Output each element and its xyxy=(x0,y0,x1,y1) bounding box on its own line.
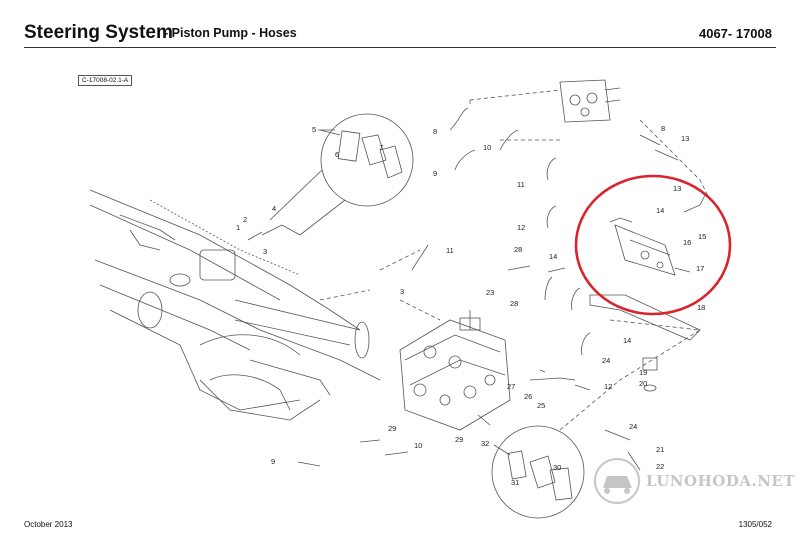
steering-valve-drawing xyxy=(589,194,706,341)
page-header: Steering System - Piston Pump - Hoses 40… xyxy=(0,0,800,50)
callout-10: 10 xyxy=(483,143,491,152)
callout-10b: 10 xyxy=(414,441,422,450)
callout-25: 25 xyxy=(537,401,545,410)
callout-16: 16 xyxy=(683,238,691,247)
callout-11: 11 xyxy=(446,246,454,255)
callout-22: 22 xyxy=(656,462,664,471)
callout-21: 21 xyxy=(656,445,664,454)
callout-24: 24 xyxy=(602,356,610,365)
figure-reference-code: C-17008-02.1-A xyxy=(78,75,133,86)
callout-29b: 29 xyxy=(455,435,463,444)
header-rule xyxy=(24,47,776,48)
callout-28b: 28 xyxy=(510,299,518,308)
callout-9: 9 xyxy=(433,169,437,178)
callout-2: 2 xyxy=(243,215,247,224)
watermark-text: LUNOHODA.NET xyxy=(646,472,795,490)
callout-14b: 14 xyxy=(656,206,664,215)
callout-9b: 9 xyxy=(271,457,275,466)
watermark-logo-icon xyxy=(594,458,640,504)
detail-circle-bottom xyxy=(491,425,585,519)
callout-8b: 8 xyxy=(661,124,665,133)
callout-3: 3 xyxy=(263,247,267,256)
page-subtitle: - Piston Pump - Hoses xyxy=(164,26,297,40)
footer-date: October 2013 xyxy=(24,520,73,529)
callout-24b: 24 xyxy=(629,422,637,431)
callout-28: 28 xyxy=(514,245,522,254)
callout-5: 5 xyxy=(312,125,316,134)
callout-17: 17 xyxy=(696,264,704,273)
callout-8: 8 xyxy=(433,127,437,136)
callout-4: 4 xyxy=(272,204,276,213)
callout-15: 15 xyxy=(698,232,706,241)
top-manifold-drawing xyxy=(559,79,621,123)
callout-12b: 12 xyxy=(604,382,612,391)
callout-20: 20 xyxy=(639,379,647,388)
callout-31: 31 xyxy=(511,478,519,487)
callout-29: 29 xyxy=(388,424,396,433)
callout-7: 7 xyxy=(379,143,383,152)
callout-13: 13 xyxy=(681,134,689,143)
callout-32: 32 xyxy=(481,439,489,448)
callout-1: 1 xyxy=(236,223,240,232)
callout-30: 30 xyxy=(553,463,561,472)
callout-3b: 3 xyxy=(400,287,404,296)
callout-12: 12 xyxy=(517,223,525,232)
callout-18: 18 xyxy=(697,303,705,312)
page-title: Steering System xyxy=(24,22,173,43)
document-number: 4067- 17008 xyxy=(698,26,772,41)
callout-23: 23 xyxy=(486,288,494,297)
callout-11b: 11 xyxy=(517,180,525,189)
callout-26: 26 xyxy=(524,392,532,401)
highlight-ellipse xyxy=(574,174,732,316)
callout-14: 14 xyxy=(549,252,557,261)
chassis-frame-drawing xyxy=(89,189,381,421)
callout-13b: 13 xyxy=(673,184,681,193)
callout-14c: 14 xyxy=(623,336,631,345)
watermark: LUNOHODA.NET xyxy=(594,458,795,504)
callout-27: 27 xyxy=(507,382,515,391)
callout-labels: 1 2 3 3 4 5 6 7 8 8 9 9 10 10 11 11 12 1… xyxy=(236,124,706,487)
callout-6: 6 xyxy=(335,150,339,159)
detail-circle-top xyxy=(320,113,414,207)
footer-page-reference: 1305/052 xyxy=(738,520,772,529)
valve-block-drawing xyxy=(399,310,511,431)
callout-19: 19 xyxy=(639,368,647,377)
